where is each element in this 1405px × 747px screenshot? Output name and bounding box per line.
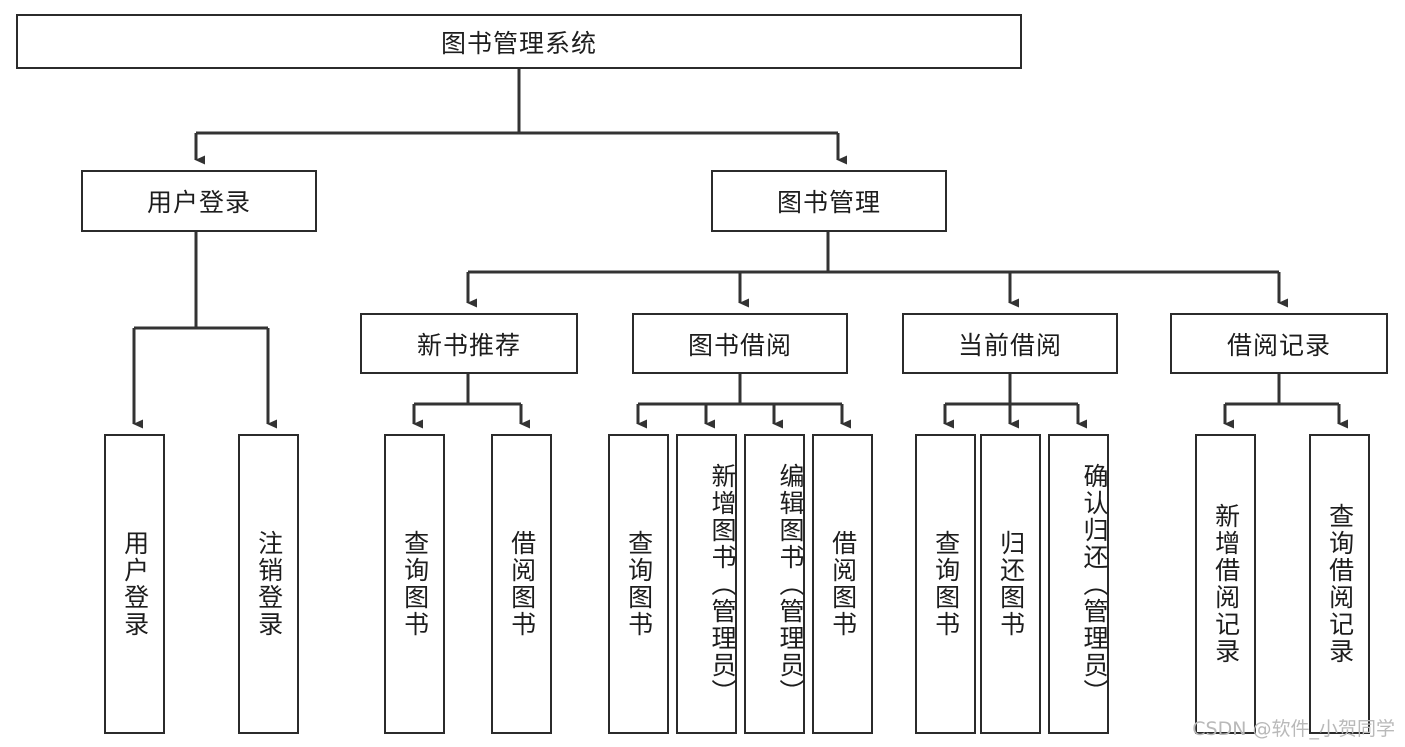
node-label: 查询图书	[400, 530, 430, 638]
node-label: 查询借阅记录	[1325, 503, 1355, 665]
node-leaf-add-book[interactable]: 新增图书（管理员）	[676, 434, 737, 734]
node-label: 编辑图书（管理员）	[776, 462, 805, 706]
node-label: 图书借阅	[687, 330, 792, 360]
node-label: 用户登录	[146, 188, 251, 217]
node-borrow-record[interactable]: 借阅记录	[1170, 313, 1388, 374]
node-leaf-edit-book[interactable]: 编辑图书（管理员）	[744, 434, 805, 734]
node-leaf-query-book-2[interactable]: 查询图书	[608, 434, 669, 734]
node-current-borrow[interactable]: 当前借阅	[902, 313, 1118, 374]
node-label: 查询图书	[931, 530, 961, 638]
node-label: 图书管理	[776, 188, 881, 217]
node-label: 图书管理系统	[440, 28, 597, 58]
node-label: 新增图书（管理员）	[708, 462, 737, 706]
node-leaf-return-book[interactable]: 归还图书	[980, 434, 1041, 734]
node-leaf-query-book-3[interactable]: 查询图书	[915, 434, 976, 734]
node-new-book-recommend[interactable]: 新书推荐	[360, 313, 578, 374]
node-book-borrow[interactable]: 图书借阅	[632, 313, 848, 374]
node-label: 用户登录	[120, 530, 150, 638]
node-root-system[interactable]: 图书管理系统	[16, 14, 1022, 69]
node-leaf-borrow-book-2[interactable]: 借阅图书	[812, 434, 873, 734]
node-leaf-logout[interactable]: 注销登录	[238, 434, 299, 734]
node-label: 确认归还（管理员）	[1080, 462, 1109, 706]
node-label: 新书推荐	[416, 330, 521, 360]
node-leaf-add-record[interactable]: 新增借阅记录	[1195, 434, 1256, 734]
node-label: 查询图书	[624, 530, 654, 638]
node-label: 归还图书	[996, 530, 1026, 638]
node-label: 当前借阅	[957, 330, 1062, 360]
node-leaf-user-login[interactable]: 用户登录	[104, 434, 165, 734]
node-leaf-query-book-1[interactable]: 查询图书	[384, 434, 445, 734]
node-leaf-query-record[interactable]: 查询借阅记录	[1309, 434, 1370, 734]
csdn-watermark: CSDN @软件_小贺同学	[1192, 718, 1395, 740]
node-user-login[interactable]: 用户登录	[81, 170, 317, 232]
node-label: 借阅记录	[1226, 330, 1331, 360]
node-leaf-borrow-book-1[interactable]: 借阅图书	[491, 434, 552, 734]
node-label: 新增借阅记录	[1211, 503, 1241, 665]
node-label: 借阅图书	[828, 530, 858, 638]
node-label: 注销登录	[254, 530, 284, 638]
node-leaf-confirm-return[interactable]: 确认归还（管理员）	[1048, 434, 1109, 734]
node-book-manage[interactable]: 图书管理	[711, 170, 947, 232]
node-label: 借阅图书	[507, 530, 537, 638]
